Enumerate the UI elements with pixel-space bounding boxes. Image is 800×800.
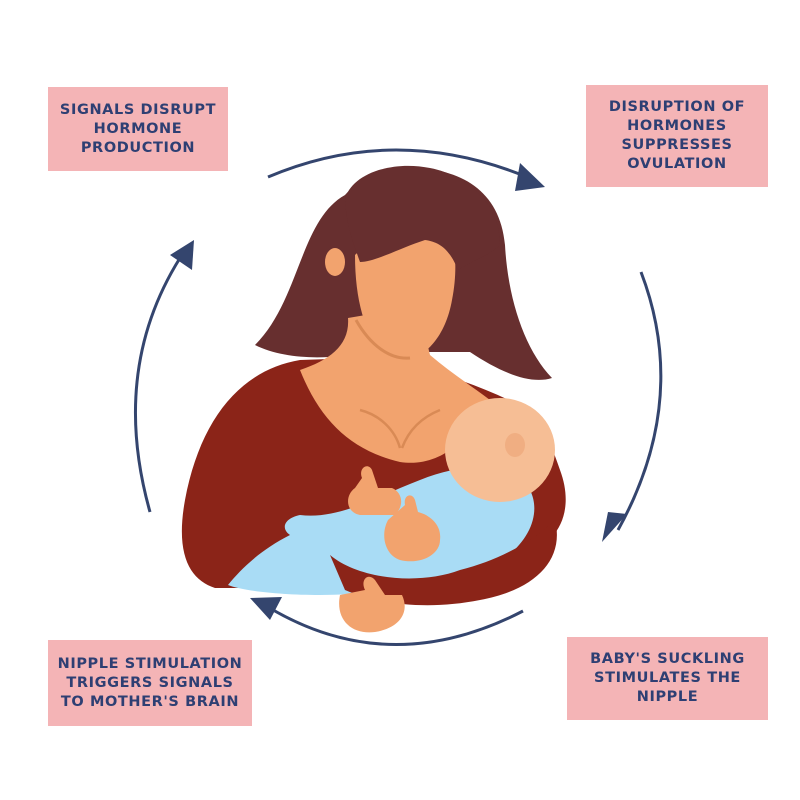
step-box-signals-disrupt: SIGNALS DISRUPT HORMONE PRODUCTION bbox=[48, 87, 228, 171]
arrow-right bbox=[616, 271, 663, 531]
arrow-bottom-head bbox=[250, 597, 282, 620]
step-box-babys-suckling: BABY'S SUCKLING STIMULATES THE NIPPLE bbox=[567, 637, 768, 720]
mother-chin-shadow bbox=[354, 319, 411, 360]
step-text-line: BABY'S SUCKLING bbox=[590, 651, 745, 667]
step-box-disruption-of-hormones: DISRUPTION OF HORMONES SUPPRESSES OVULAT… bbox=[586, 85, 768, 187]
arrow-left bbox=[133, 257, 182, 513]
arrow-left-head bbox=[170, 240, 194, 270]
mother-chest bbox=[300, 305, 490, 463]
step-text-line: HORMONE bbox=[93, 120, 183, 137]
mother-hair-front bbox=[345, 165, 500, 270]
step-text-line: DISRUPTION OF bbox=[608, 99, 746, 115]
step-text-line: PRODUCTION bbox=[80, 139, 196, 156]
step-box-nipple-stimulation: NIPPLE STIMULATION TRIGGERS SIGNALS TO M… bbox=[48, 640, 252, 726]
mother-hand-middle bbox=[384, 495, 441, 562]
step-text-line: OVULATION bbox=[627, 156, 727, 172]
mother-chest-lines bbox=[359, 408, 441, 449]
baby-blanket bbox=[228, 467, 535, 595]
step-text-line: HORMONES bbox=[627, 118, 727, 134]
mother-forearm bbox=[330, 520, 557, 606]
arrow-bottom bbox=[267, 605, 524, 646]
mother-ear bbox=[325, 248, 345, 276]
step-text-line: TRIGGERS SIGNALS bbox=[66, 674, 234, 691]
baby-ear bbox=[505, 433, 525, 457]
step-text-line: SUPPRESSES bbox=[621, 137, 733, 153]
arrow-top bbox=[267, 148, 528, 179]
mother-hand-bottom bbox=[339, 576, 405, 633]
step-text-line: SIGNALS DISRUPT bbox=[59, 101, 217, 118]
baby-head bbox=[445, 398, 555, 502]
circular-arrow-icon bbox=[133, 148, 663, 646]
step-text-line: TO MOTHER'S BRAIN bbox=[60, 693, 240, 710]
step-text-line: NIPPLE STIMULATION bbox=[57, 655, 243, 672]
step-text-line: NIPPLE bbox=[636, 689, 699, 705]
arrow-top-head bbox=[515, 163, 545, 191]
mother-hand-top bbox=[348, 466, 402, 515]
breastfeeding-mother-icon bbox=[181, 165, 566, 633]
step-text-line: STIMULATES THE bbox=[594, 670, 741, 686]
arrow-right-head bbox=[602, 512, 627, 542]
